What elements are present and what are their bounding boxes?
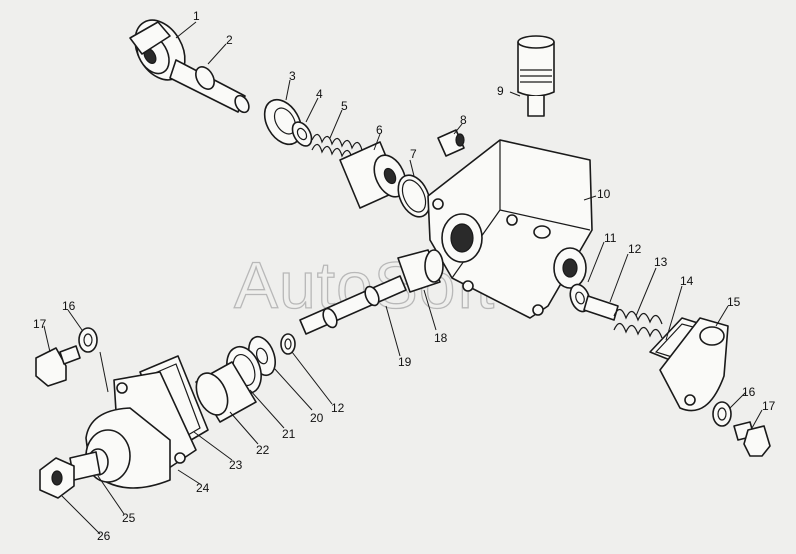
callout-17-left: 17 [33,317,47,331]
callout-24: 24 [196,481,210,495]
callout-17-right: 17 [762,399,776,413]
callout-13: 13 [654,255,668,269]
part-25-fitting [69,448,109,481]
callout-19: 19 [398,355,412,369]
part-15-end-cover [659,317,729,412]
callout-7: 7 [410,147,417,161]
callout-10: 10 [597,187,611,201]
part-1-flanged-nut [129,19,186,81]
part-12-washer-left [280,333,296,355]
callout-2: 2 [226,33,233,47]
callout-21: 21 [282,427,296,441]
part-13-spring [613,308,663,339]
callout-16-left: 16 [62,299,76,313]
leader-lines [43,21,763,535]
callout-1: 1 [193,9,200,23]
callout-15: 15 [727,295,741,309]
part-22-piston [195,361,257,423]
part-19-valve-stem [299,275,407,335]
callout-11: 11 [604,231,617,245]
callout-16-right: 16 [742,385,756,399]
callout-3: 3 [289,69,296,83]
part-2-rod [169,59,250,114]
part-18-valve-head [397,249,444,293]
callout-22: 22 [256,443,270,457]
callout-labels: 1 2 3 4 5 6 7 8 9 10 11 12 13 14 15 16 1… [33,9,776,543]
part-7-o-ring [397,174,431,218]
part-4-washer [291,121,313,147]
callout-12-right: 12 [628,242,642,256]
part-9-filter-plug [517,35,555,117]
part-3-cup [263,98,303,146]
assembly-line [99,351,109,393]
callout-25: 25 [122,511,136,525]
callout-8: 8 [460,113,467,127]
part-8-bushing [437,129,465,157]
callout-4: 4 [316,87,323,101]
part-10-housing [427,139,593,319]
callout-26: 26 [97,529,111,543]
part-26-nut [39,457,75,499]
callout-14: 14 [680,274,694,288]
part-17-bolt-right [733,421,771,457]
callout-20: 20 [310,411,324,425]
callout-23: 23 [229,458,243,472]
part-17-bolt-left [35,345,81,387]
callout-9: 9 [497,84,504,98]
callout-12-left: 12 [331,401,345,415]
part-12-plunger-right [583,295,619,321]
callout-18: 18 [434,331,448,345]
part-16-washer-right [712,401,732,427]
part-16-washer-left [78,327,98,353]
callout-6: 6 [376,123,383,137]
callout-5: 5 [341,99,348,113]
